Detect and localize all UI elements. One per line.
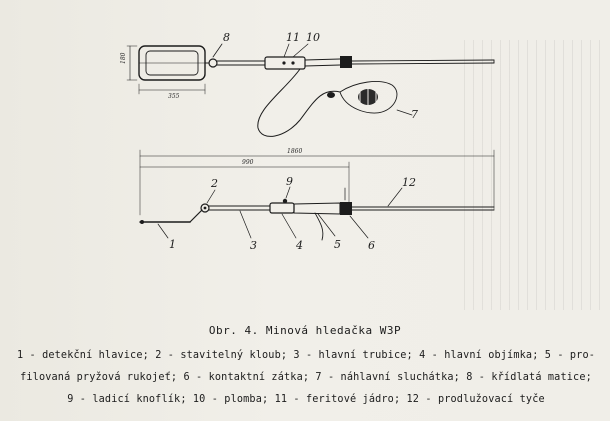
label-rubber-handle: 5 xyxy=(334,238,341,251)
dim-head-height: 180 xyxy=(120,52,127,64)
top-view: 180 355 xyxy=(120,31,495,137)
label-headphones: 7 xyxy=(411,108,418,121)
legend-line: 9 - ladicí knoflík; 10 - plomba; 11 - fe… xyxy=(67,394,545,405)
label-tuning-knob: 9 xyxy=(286,175,293,188)
bleed-through-text xyxy=(464,40,604,310)
dim-head-width: 355 xyxy=(168,93,180,100)
rubber-handle-side xyxy=(293,202,341,215)
label-main-collar: 4 xyxy=(295,239,303,252)
legend-line: filovaná pryžová rukojeť; 6 - kontaktní … xyxy=(20,372,592,383)
label-main-tube: 3 xyxy=(250,239,257,252)
adjustable-joint-side xyxy=(200,203,210,213)
wing-nut-plan xyxy=(208,58,218,68)
label-ferrite-core: 11 xyxy=(286,31,300,44)
label-extension-rods: 12 xyxy=(402,176,416,189)
technical-drawing: 180 355 xyxy=(120,31,495,252)
contact-plug-plan xyxy=(340,56,352,68)
dim-total-length: 1860 xyxy=(287,148,302,155)
label-adjustable-joint: 2 xyxy=(210,177,218,190)
figure-caption: Obr. 4. Minová hledačka W3P xyxy=(208,324,402,337)
label-wing-nut: 8 xyxy=(223,31,230,44)
headphones-drawing xyxy=(327,81,398,114)
contact-plug-side xyxy=(340,202,352,215)
label-seal: 10 xyxy=(306,31,320,44)
headphone-cable xyxy=(257,68,341,137)
collar-plan xyxy=(264,56,306,70)
figure-legend: 1 - detekční hlavice; 2 - stavitelný klo… xyxy=(8,345,604,411)
tuning-knob-side xyxy=(282,198,288,204)
label-detection-head: 1 xyxy=(169,238,176,251)
legend-line: 1 - detekční hlavice; 2 - stavitelný klo… xyxy=(16,350,596,361)
main-collar-side xyxy=(269,202,295,214)
side-view: 1860 990 xyxy=(139,148,495,252)
dim-partial-length: 990 xyxy=(242,159,254,166)
label-contact-plug: 6 xyxy=(368,239,375,252)
